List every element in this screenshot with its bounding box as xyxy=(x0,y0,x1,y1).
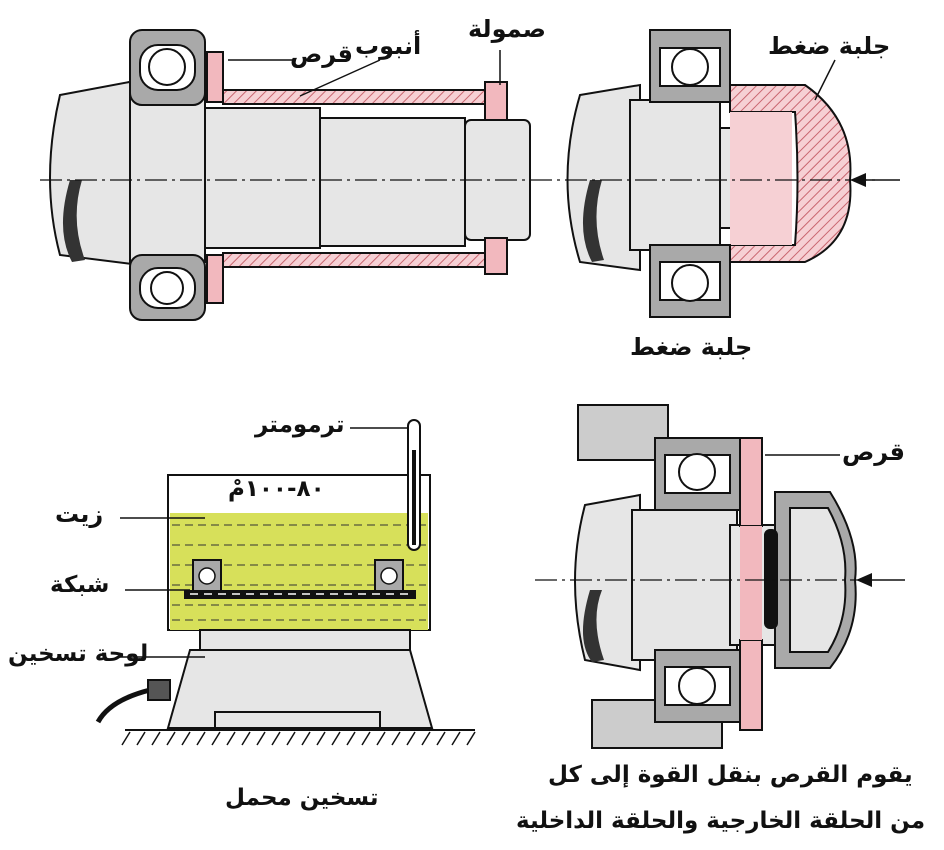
caption-heating: تسخين محمل xyxy=(225,785,379,811)
label-temperature: ٨٠-١٠٠مْ xyxy=(228,476,325,502)
bearing-bottom-lower xyxy=(654,649,741,723)
heating-bath-figure xyxy=(95,419,476,746)
tube-mounting-figure xyxy=(49,29,531,321)
nut-bottom xyxy=(484,237,508,275)
label-disc-top: قرص xyxy=(290,40,353,68)
tube-bottom xyxy=(222,252,486,268)
label-press-sleeve-bottom: جلبة ضغط xyxy=(630,333,753,361)
shaft-thread xyxy=(319,117,466,247)
disc-right-top xyxy=(739,437,763,527)
disc-force-figure xyxy=(574,404,905,749)
caption-disc-line2: من الحلقة الخارجية والحلقة الداخلية xyxy=(516,808,926,834)
hot-plate-top xyxy=(199,629,411,651)
shaft-body xyxy=(204,107,321,249)
label-nut: صمولة xyxy=(468,15,546,43)
bearing-top-left xyxy=(129,29,206,106)
shaft-end-shadow xyxy=(62,180,85,262)
tube-top xyxy=(222,89,486,105)
bearing-top-lower xyxy=(654,437,741,511)
caption-disc-line1: يقوم القرص بنقل القوة إلى كل xyxy=(548,762,913,788)
bearing-bottom-left xyxy=(129,254,206,321)
mesh xyxy=(184,590,416,599)
disc-bottom xyxy=(206,254,224,304)
label-oil: زيت xyxy=(55,500,104,528)
label-hot-plate: لوحة تسخين xyxy=(8,641,149,667)
press-sleeve xyxy=(729,84,852,263)
housing-top xyxy=(577,404,669,461)
label-disc-right: قرص xyxy=(842,438,905,466)
power-cable xyxy=(95,687,151,724)
shaft-shoulder xyxy=(129,81,206,263)
shaft-left xyxy=(49,78,141,267)
power-plug xyxy=(147,679,171,701)
label-press-sleeve-top: جلبة ضغط xyxy=(768,32,891,60)
bearing-bottom-right xyxy=(649,244,731,318)
disc-right-bottom xyxy=(739,639,763,731)
label-tube: أنبوب xyxy=(355,32,422,60)
label-mesh: شبكة xyxy=(50,572,110,598)
press-sleeve-figure xyxy=(566,29,900,318)
nut-top xyxy=(484,81,508,121)
hot-plate-body xyxy=(166,649,434,729)
bearing-top-right xyxy=(649,29,731,103)
label-thermometer: ترمومتر xyxy=(255,412,345,438)
disc-top xyxy=(206,51,224,103)
